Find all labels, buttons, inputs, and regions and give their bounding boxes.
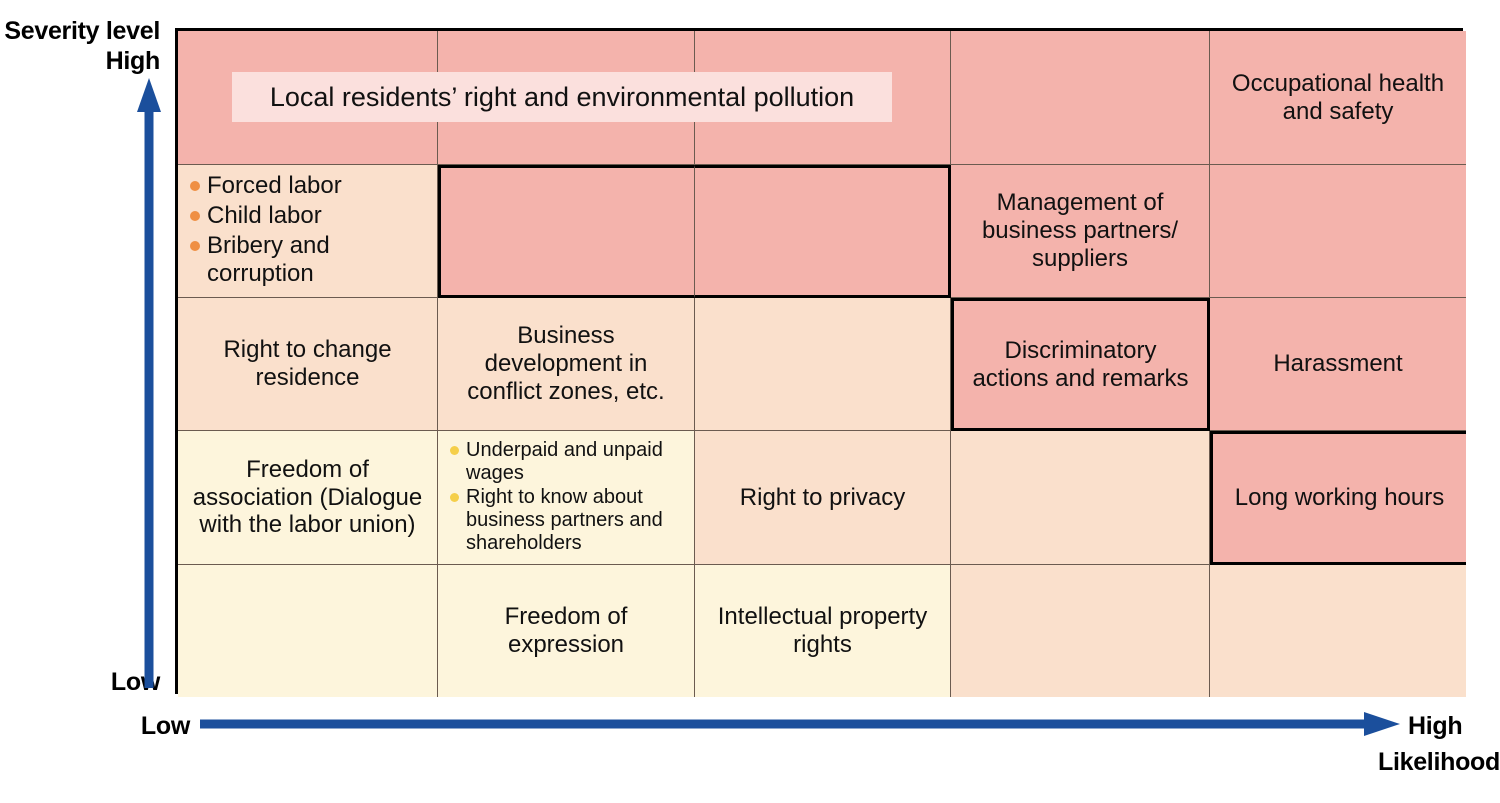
likelihood-axis-arrow-icon (200, 712, 1400, 736)
matrix-cell-r3-c1: Right to change residence (178, 298, 438, 431)
matrix-cell-r3-c5: Harassment (1210, 298, 1466, 431)
bullet-dot-icon (190, 210, 200, 221)
matrix-cell-r5-c2: Freedom of expression (438, 565, 695, 697)
matrix-cell-r5-c4 (951, 565, 1210, 697)
matrix-cell-r5-c3: Intellectual property rights (695, 565, 951, 697)
matrix-cell-r4-c4 (951, 431, 1210, 565)
severity-axis-arrow-icon (137, 78, 161, 688)
matrix-cell-r3-c4: Discriminatory actions and remarks (951, 298, 1210, 431)
bullet-item: Right to know about business partners an… (450, 486, 684, 556)
matrix-cell-r3-c3 (695, 298, 951, 431)
bullet-label: Underpaid and unpaid wages (466, 438, 663, 484)
bullet-label: Right to know about business partners an… (466, 485, 663, 555)
bullet-item: Underpaid and unpaid wages (450, 439, 684, 485)
cell-label: Management of business partners/ supplie… (981, 189, 1179, 272)
severity-axis-high-label: High (105, 47, 161, 75)
matrix-cell-r4-c1: Freedom of association (Dialogue with th… (178, 431, 438, 565)
bullet-item: Bribery and corruption (190, 232, 427, 290)
matrix-cell-r1-c5: Occupational health and safety (1210, 31, 1466, 165)
cell-label: Business development in conflict zones, … (467, 322, 665, 405)
matrix-cell-r2-c4: Management of business partners/ supplie… (951, 165, 1210, 298)
bullet-dot-icon (190, 240, 200, 251)
matrix-cell-r2-c5 (1210, 165, 1466, 298)
matrix-cell-r2-c2 (438, 165, 695, 298)
likelihood-axis-high-label: High (1408, 712, 1463, 740)
matrix-cell-r1-c4 (951, 31, 1210, 165)
cell-label: Discriminatory actions and remarks (972, 336, 1189, 392)
matrix-cell-r4-c5: Long working hours (1210, 431, 1466, 565)
cell-label: Intellectual property rights (717, 603, 928, 658)
local-residents-banner: Local residents’ right and environmental… (232, 72, 892, 122)
cell-label: Long working hours (1234, 484, 1445, 512)
likelihood-axis-low-label: Low (140, 712, 190, 740)
matrix-cell-r4-c3: Right to privacy (695, 431, 951, 565)
matrix-cell-r5-c5 (1210, 565, 1466, 697)
bullet-dot-icon (190, 180, 200, 191)
bullet-label: Child labor (207, 201, 322, 229)
bullet-dot-icon (450, 445, 459, 455)
bullet-item: Child labor (190, 202, 427, 231)
cell-label: Freedom of expression (504, 603, 628, 658)
matrix-cell-r2-c3 (695, 165, 951, 298)
cell-label: Right to privacy (739, 483, 906, 511)
cell-label: Right to change residence (223, 336, 392, 391)
bullet-label: Bribery and corruption (207, 231, 330, 288)
matrix-cell-r3-c2: Business development in conflict zones, … (438, 298, 695, 431)
cell-label: Freedom of association (Dialogue with th… (192, 455, 423, 539)
bullet-dot-icon (450, 492, 459, 502)
matrix-cell-r5-c1 (178, 565, 438, 697)
bullet-label: Forced labor (207, 171, 342, 199)
likelihood-axis-title: Likelihood (1377, 748, 1500, 776)
severity-axis-title: Severity level (4, 17, 160, 45)
cell-label: Occupational health and safety (1231, 69, 1445, 125)
cell-label: Harassment (1273, 350, 1403, 378)
bullet-item: Forced labor (190, 172, 427, 201)
